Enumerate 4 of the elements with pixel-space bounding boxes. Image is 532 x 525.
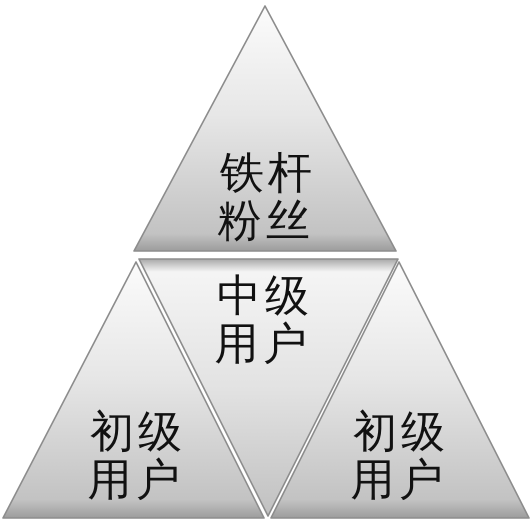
tier-label: 初级用户	[350, 408, 450, 504]
tier-label: 中级用户	[214, 272, 314, 368]
tier-label: 初级用户	[86, 408, 187, 504]
tier-label: 铁杆粉丝	[216, 149, 317, 245]
